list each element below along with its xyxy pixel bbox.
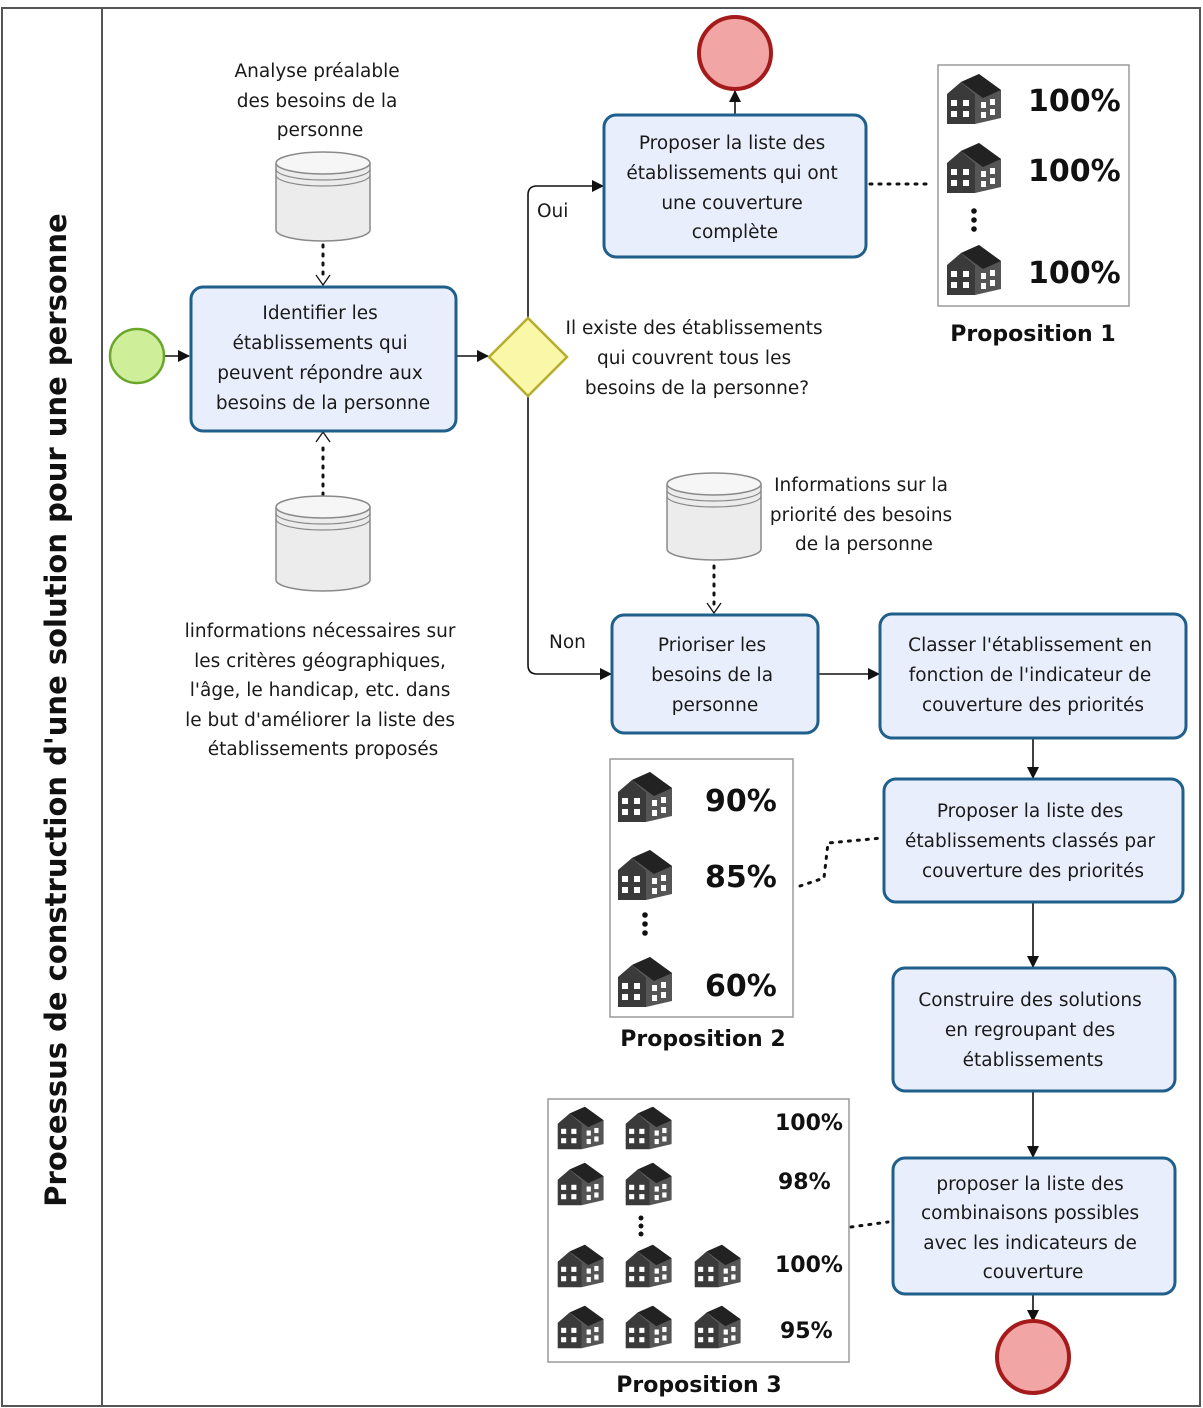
data-store-priorite-label: Informations sur la priorité des besoins… <box>770 475 958 555</box>
svg-text:Proposer la liste des ét: Proposer la liste des établissements qui… <box>626 133 843 243</box>
task-prioriser[interactable]: Prioriser les besoins de la personne <box>610 613 820 735</box>
start-event-icon <box>108 327 166 385</box>
proposition-3: 100% 98% 100% 95% <box>547 1098 850 1363</box>
proposition-3-value: 98% <box>778 1170 831 1195</box>
gateway-question: Il existe des établissements qui couvren… <box>566 318 829 399</box>
proposition-3-value: 100% <box>775 1111 843 1136</box>
svg-text:Identifier les établisse: Identifier les établissements qui peuven… <box>216 303 430 414</box>
assoc-proposition-3 <box>849 1220 890 1229</box>
end-event-icon <box>995 1319 1071 1395</box>
gateway-yes-label: Oui <box>537 201 568 222</box>
database-icon <box>275 495 371 592</box>
task-identifier[interactable]: Identifier les établissements qui peuven… <box>189 285 458 433</box>
database-icon <box>275 151 371 242</box>
data-store-informations-label: linformations nécessaires sur les critèr… <box>185 621 462 760</box>
pool-title: Processus de construction d'une solution… <box>39 213 73 1206</box>
svg-text:Construire des solutions: Construire des solutions en regroupant d… <box>918 990 1147 1071</box>
proposition-3-title: Proposition 3 <box>616 1373 781 1398</box>
svg-text:Proposer la liste des ét: Proposer la liste des établissements cla… <box>905 801 1161 882</box>
proposition-2: 90% 85% 60% <box>609 758 794 1018</box>
svg-text:Prioriser les besoins de: Prioriser les besoins de la personne <box>651 635 779 716</box>
proposition-3-value: 95% <box>780 1319 833 1344</box>
task-proposer-combinaisons[interactable]: proposer la liste des combinaisons possi… <box>891 1156 1177 1296</box>
end-event-icon <box>697 15 773 91</box>
proposition-2-value: 90% <box>705 784 777 819</box>
proposition-3-value: 100% <box>775 1253 843 1278</box>
proposition-1-value: 100% <box>1028 256 1121 291</box>
database-icon <box>666 472 762 561</box>
data-store-analyse-label: Analyse préalable des besoins de la pers… <box>235 61 406 141</box>
task-proposer-couverture-complete[interactable]: Proposer la liste des établissements qui… <box>602 113 868 259</box>
proposition-2-title: Proposition 2 <box>620 1027 785 1052</box>
proposition-1-value: 100% <box>1028 154 1121 189</box>
flow-gateway-yes <box>527 180 604 318</box>
proposition-1-value: 100% <box>1028 84 1121 119</box>
proposition-2-value: 85% <box>705 860 777 895</box>
task-proposer-classes[interactable]: Proposer la liste des établissements cla… <box>882 777 1185 904</box>
proposition-1-title: Proposition 1 <box>950 322 1115 347</box>
svg-text:Classer l'établissement en: Classer l'établissement en fonction de l… <box>908 635 1158 716</box>
exclusive-gateway-icon <box>487 316 569 398</box>
assoc-proposition-2 <box>798 836 884 888</box>
task-classer[interactable]: Classer l'établissement en fonction de l… <box>878 612 1188 740</box>
proposition-2-value: 60% <box>705 969 777 1004</box>
gateway-no-label: Non <box>549 632 586 653</box>
svg-text:proposer la liste des co: proposer la liste des combinaisons possi… <box>921 1174 1145 1283</box>
task-construire[interactable]: Construire des solutions en regroupant d… <box>891 966 1177 1093</box>
pool-frame <box>1 7 1201 1407</box>
proposition-1: 100% 100% 100% <box>937 64 1130 307</box>
flow-gateway-no <box>527 396 612 680</box>
